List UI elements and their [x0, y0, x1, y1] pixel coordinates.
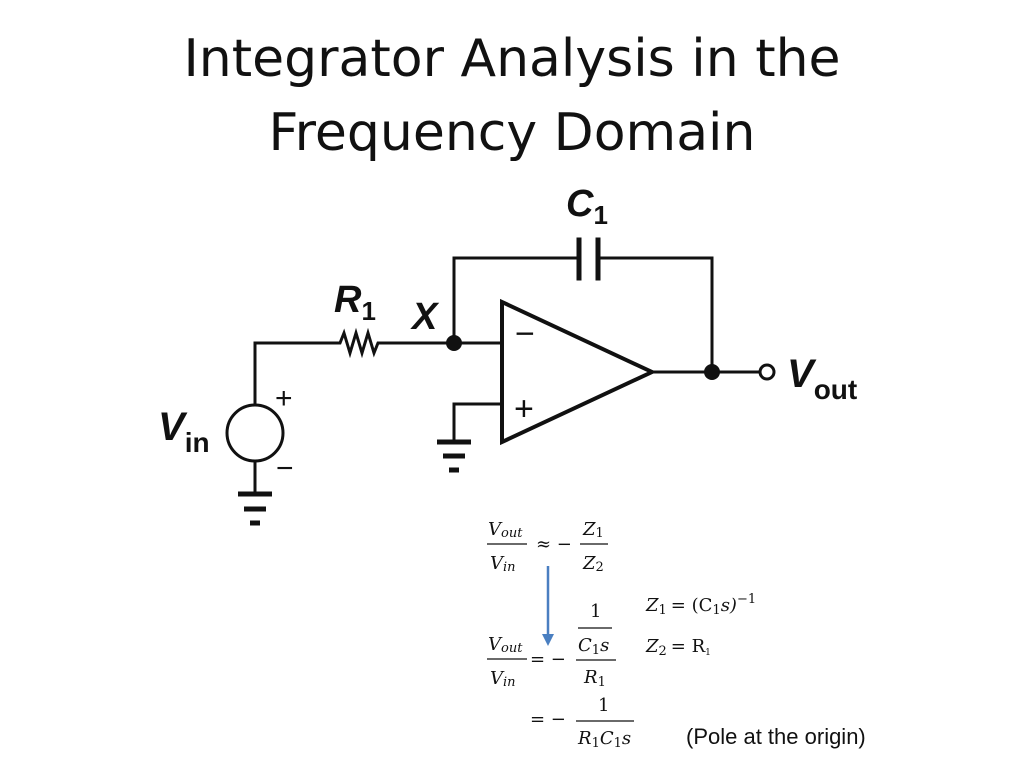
label-r1: R1 — [334, 279, 376, 326]
input-wire — [253, 341, 336, 406]
label-c1: C1 — [566, 183, 608, 230]
eq2-bottom: R1 — [583, 667, 606, 690]
eq2-top: 1 — [590, 601, 601, 622]
slide-title: Integrator Analysis in the Frequency Dom… — [0, 22, 1024, 170]
output-terminal — [758, 363, 776, 381]
resistor-r1 — [332, 327, 386, 359]
eq1-rhs-num: Z1 — [582, 519, 604, 541]
eq2-operator: = − — [530, 649, 566, 670]
output-node-dot — [704, 364, 720, 380]
ground-icon — [437, 439, 471, 473]
z2-definition: Z2= R1 — [645, 636, 711, 659]
source-plus-sign: + — [275, 382, 293, 415]
eq2-lhs-den: Vin — [490, 668, 516, 690]
label-vin: Vin — [158, 405, 210, 458]
eq2-middle: C1s — [578, 635, 609, 658]
eq1-lhs-den: Vin — [490, 553, 516, 575]
opamp-minus-sign: − — [515, 315, 535, 353]
eq3-numerator: 1 — [598, 695, 609, 716]
node-x-dot — [446, 335, 462, 351]
ground-icon — [238, 491, 272, 526]
pole-note: (Pole at the origin) — [686, 724, 866, 749]
eq1-lhs-num: Vout — [488, 519, 523, 541]
opamp-plus-sign: + — [514, 390, 534, 428]
down-arrow-icon — [542, 566, 554, 646]
eq1-rhs-den: Z2 — [582, 553, 604, 575]
eq3-operator: = − — [530, 709, 566, 730]
eq2-lhs-num: Vout — [488, 634, 523, 656]
label-x: X — [410, 296, 440, 338]
z1-definition: Z1= (C1s)−1 — [645, 592, 756, 618]
feedback-wire — [452, 256, 714, 374]
eq3-denominator: R1C1s — [577, 728, 631, 751]
title-line-2: Frequency Domain — [268, 103, 756, 163]
opamp-triangle — [500, 298, 657, 446]
source-minus-sign: − — [276, 452, 294, 485]
eq1-operator: ≈ − — [536, 534, 572, 555]
equation-block: Vout Vin ≈ − Z1 Z2 Z1= (C1s)−1 Z2= R1 Vo… — [487, 519, 756, 751]
noninverting-wire — [452, 402, 504, 442]
title-line-1: Integrator Analysis in the — [183, 29, 841, 89]
label-vout: Vout — [787, 352, 857, 405]
